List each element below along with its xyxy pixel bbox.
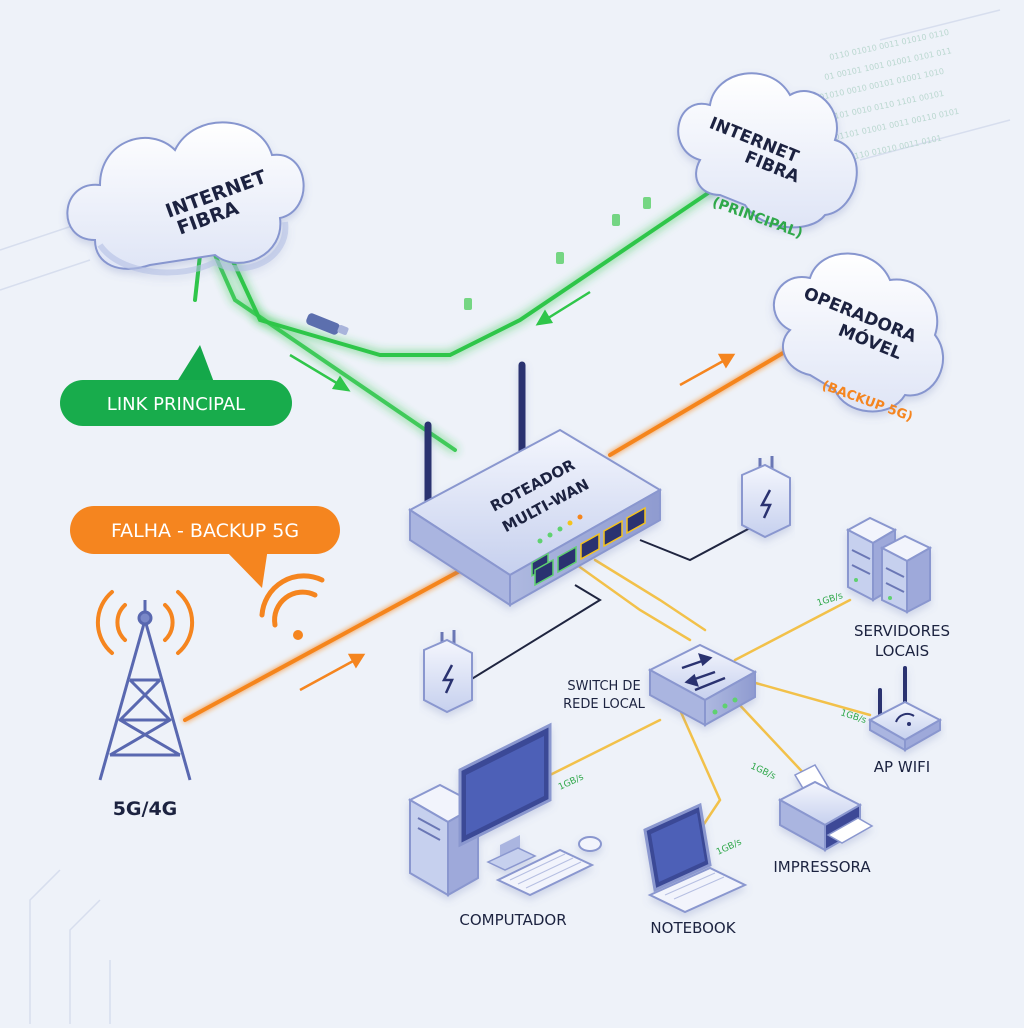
computer-label: COMPUTADOR	[459, 911, 566, 929]
switch-rede-local	[647, 643, 758, 727]
wireless-signal-icon	[259, 573, 325, 640]
notebook-label: NOTEBOOK	[650, 919, 736, 937]
backup-flow-arrows	[299, 353, 736, 692]
fiber-connector	[306, 313, 349, 335]
primary-fiber-links	[193, 183, 722, 452]
backup-5g-links	[183, 338, 807, 722]
computer-icon	[407, 722, 602, 897]
ap-wifi-icon	[867, 666, 943, 752]
router-multi-wan: ROTEADOR MULTI-WAN	[408, 361, 662, 607]
callout-falha-backup: FALHA - BACKUP 5G	[70, 506, 340, 588]
switch-line2: REDE LOCAL	[563, 697, 646, 712]
tower-label: 5G/4G	[113, 798, 178, 820]
notebook-icon	[643, 802, 748, 914]
fiber-data-packets	[464, 197, 651, 310]
mouse	[578, 836, 602, 852]
switch-arrows-icon	[681, 653, 726, 692]
power-adapter-router	[741, 456, 791, 539]
cell-tower-icon	[98, 600, 192, 781]
primary-flow-arrows	[289, 290, 591, 392]
lightning-icon	[441, 664, 454, 694]
keyboard	[495, 848, 595, 897]
printer-icon	[777, 764, 874, 852]
lightning-icon	[759, 489, 772, 519]
power-cables	[469, 519, 766, 681]
link-principal-label: LINK PRINCIPAL	[107, 394, 245, 415]
lan-links	[538, 558, 872, 832]
router-status-leds	[537, 514, 583, 544]
servers-line1: SERVIDORES	[854, 622, 950, 640]
cloud-operadora-movel: OPERADORA MÓVEL	[772, 252, 945, 413]
cloud-internet-fibra-left: INTERNET FIBRA	[66, 121, 305, 276]
falha-backup-label: FALHA - BACKUP 5G	[111, 520, 299, 542]
printer-label: IMPRESSORA	[773, 858, 871, 876]
power-adapter-switch	[423, 630, 473, 714]
switch-line1: SWITCH DE	[567, 679, 640, 694]
servers-icon	[845, 516, 933, 614]
tower-signal-waves	[95, 590, 195, 655]
callout-link-principal: LINK PRINCIPAL	[60, 345, 292, 426]
router-port-row	[534, 506, 646, 587]
cloud-internet-fibra-right: INTERNET FIBRA	[677, 72, 858, 229]
ap-label: AP WIFI	[874, 758, 930, 776]
servers-line2: LOCAIS	[875, 642, 929, 660]
